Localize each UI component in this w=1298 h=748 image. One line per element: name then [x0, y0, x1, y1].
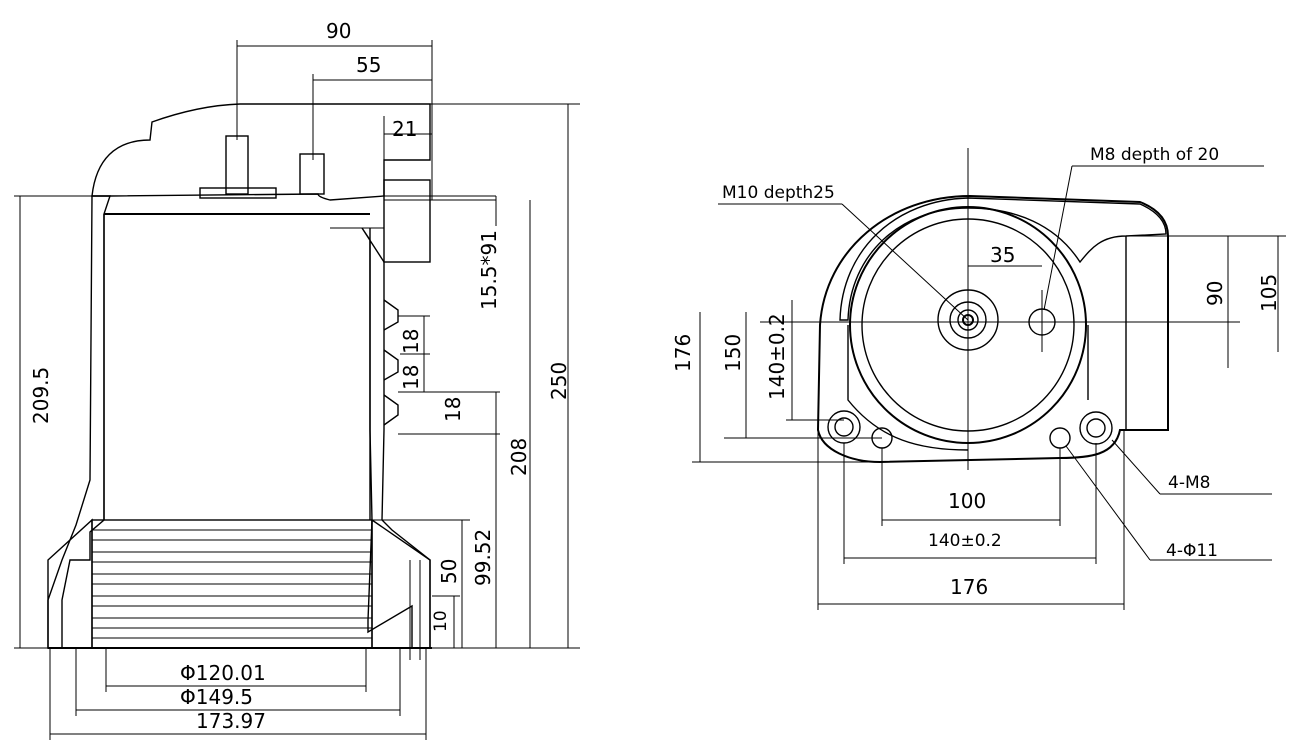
dim-99-52: 99.52	[471, 529, 495, 586]
dim-10: 10	[431, 610, 451, 632]
dim-phi-120-01: Φ120.01	[180, 661, 266, 685]
dim-176-bottom: 176	[950, 575, 988, 599]
stud-large	[225, 135, 249, 195]
dim-208: 208	[507, 438, 531, 476]
dim-90-top: 90	[1203, 281, 1227, 306]
callout-m10: M10 depth25	[722, 183, 835, 203]
top-cap-section	[91, 103, 431, 201]
dim-21: 21	[392, 117, 417, 141]
dim-250: 250	[547, 362, 571, 400]
callout-m8-depth: M8 depth of 20	[1090, 145, 1219, 165]
side-top-dimensions	[236, 40, 433, 200]
dim-176-left: 176	[671, 334, 695, 372]
dim-105: 105	[1257, 274, 1281, 312]
side-bottom-dimensions	[49, 648, 427, 740]
dim-50: 50	[437, 559, 461, 584]
stud-small	[299, 153, 325, 195]
dim-15-5x91: 15.5*91	[477, 230, 501, 310]
side-section-view: 90 55 21 15.5*91 18 18 18 208 99.	[14, 19, 580, 740]
top-outer-outline	[816, 194, 1169, 464]
dim-209-5: 209.5	[29, 367, 53, 424]
left-wall-section	[47, 195, 111, 649]
callout-4-phi11: 4-Φ11	[1166, 541, 1218, 561]
m8-bolt-right	[1079, 411, 1113, 445]
threaded-boss	[383, 179, 431, 263]
dim-90: 90	[326, 19, 351, 43]
cross-hatch-ring	[839, 197, 1167, 321]
phi11-hole-right	[1049, 427, 1071, 449]
callout-4-m8: 4-M8	[1168, 473, 1210, 493]
dim-55: 55	[356, 53, 381, 77]
dim-173-97: 173.97	[196, 709, 266, 733]
thread-section	[47, 518, 431, 649]
dim-18-b: 18	[399, 365, 423, 390]
dim-140-left: 140±0.2	[765, 313, 789, 400]
top-view: M10 depth25 M8 depth of 20 4-M8 4-Φ11 35…	[671, 145, 1286, 610]
dim-150: 150	[721, 334, 745, 372]
dim-100: 100	[948, 489, 986, 513]
dim-35: 35	[990, 243, 1015, 267]
dim-phi-149-5: Φ149.5	[180, 685, 253, 709]
dim-18-c: 18	[441, 397, 465, 422]
side-right-dimensions	[372, 103, 580, 660]
dim-140-bottom: 140±0.2	[928, 531, 1002, 551]
dim-18-a: 18	[399, 329, 423, 354]
